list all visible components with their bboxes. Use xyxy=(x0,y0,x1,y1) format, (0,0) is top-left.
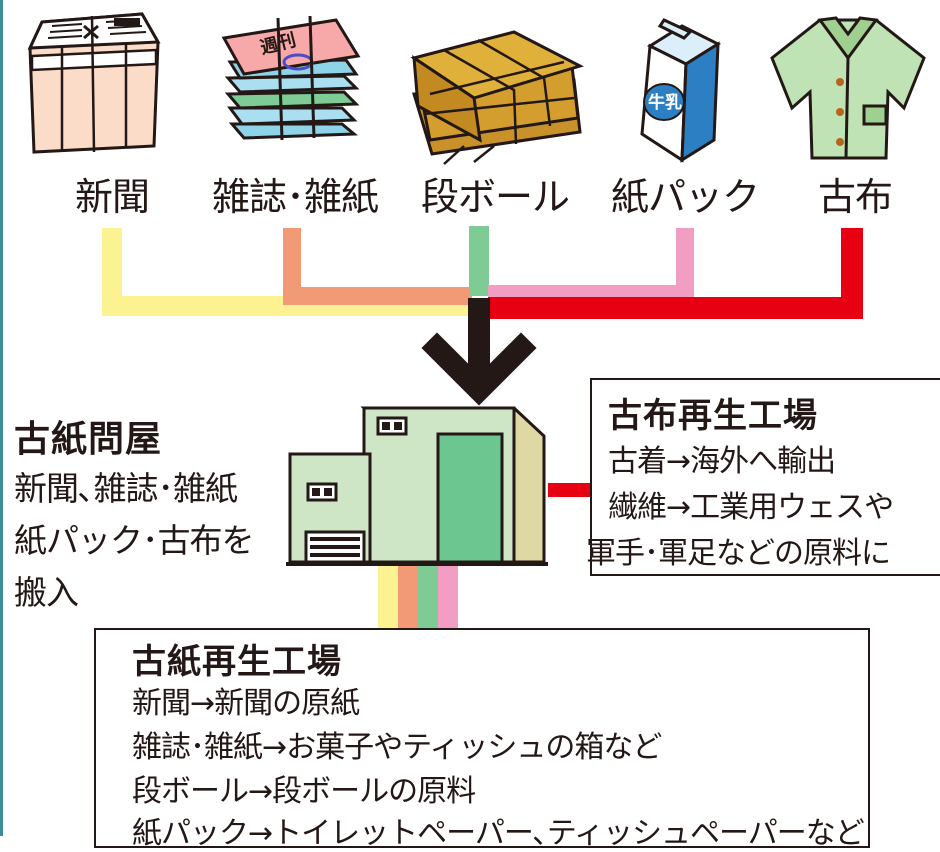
warehouse-building-icon xyxy=(286,406,548,566)
flow-line-to-paper-newspaper xyxy=(378,565,398,630)
flow-line-to-paper-magazine xyxy=(398,565,418,630)
flow-line-newspaper xyxy=(102,228,472,316)
down-arrow-head xyxy=(421,332,537,406)
cloth-factory-box: 古布再生工場 古着→海外へ輸出 繊維→工業用ウェスや 軍手･軍足などの原料に xyxy=(586,378,940,576)
flow-line-to-paper-milk-carton xyxy=(438,565,458,630)
svg-text:牛乳: 牛乳 xyxy=(648,92,682,113)
magazine-stack-icon: 週刊 xyxy=(221,15,361,141)
cloth-factory-line-2: 繊維→工業用ウェスや xyxy=(608,490,894,525)
old-clothes-icon xyxy=(770,16,926,160)
paper-factory-box: 古紙再生工場 新聞→新聞の原紙 雑誌･雑紙→お菓子やティッシュの箱など 段ボール… xyxy=(94,628,870,851)
paper-factory-line-2: 雑誌･雑紙→お菓子やティッシュの箱など xyxy=(132,730,662,765)
left-edge-border xyxy=(0,0,3,836)
paper-factory-line-3: 段ボール→段ボールの原料 xyxy=(132,774,476,809)
flow-line-to-paper-cardboard xyxy=(418,565,438,630)
milk-carton-icon: 牛乳 xyxy=(640,18,722,163)
paper-factory-line-1: 新聞→新聞の原紙 xyxy=(132,686,360,721)
wholesaler-title: 古紙問屋 xyxy=(14,419,163,460)
item-label-old-cloth: 古布 xyxy=(817,175,893,219)
item-label-cardboard: 段ボール xyxy=(420,175,570,219)
item-label-newspaper: 新聞 xyxy=(74,175,150,219)
newspaper-bundle-icon xyxy=(27,12,161,154)
cloth-factory-title: 古布再生工場 xyxy=(608,396,818,436)
item-label-magazine: 雑誌･雑紙 xyxy=(211,175,379,219)
item-label-milk-carton: 紙パック xyxy=(610,175,760,219)
paper-factory-line-4: 紙パック→トイレットペーパー､ティッシュペーパーなど xyxy=(132,816,865,851)
wholesaler-line-2: 紙パック･古布を xyxy=(14,521,254,560)
flow-line-milk-carton xyxy=(488,228,694,303)
cloth-factory-line-1: 古着→海外へ輸出 xyxy=(608,444,836,479)
flow-line-magazine xyxy=(283,228,472,305)
paper-factory-title: 古紙再生工場 xyxy=(132,642,342,682)
flow-line-old-cloth xyxy=(488,228,863,319)
wholesaler-line-1: 新聞､雑誌･雑紙 xyxy=(14,469,238,508)
cardboard-bundle-icon xyxy=(410,30,584,165)
cloth-factory-line-3: 軍手･軍足などの原料に xyxy=(586,536,891,571)
wholesaler-line-3: 搬入 xyxy=(14,573,79,612)
